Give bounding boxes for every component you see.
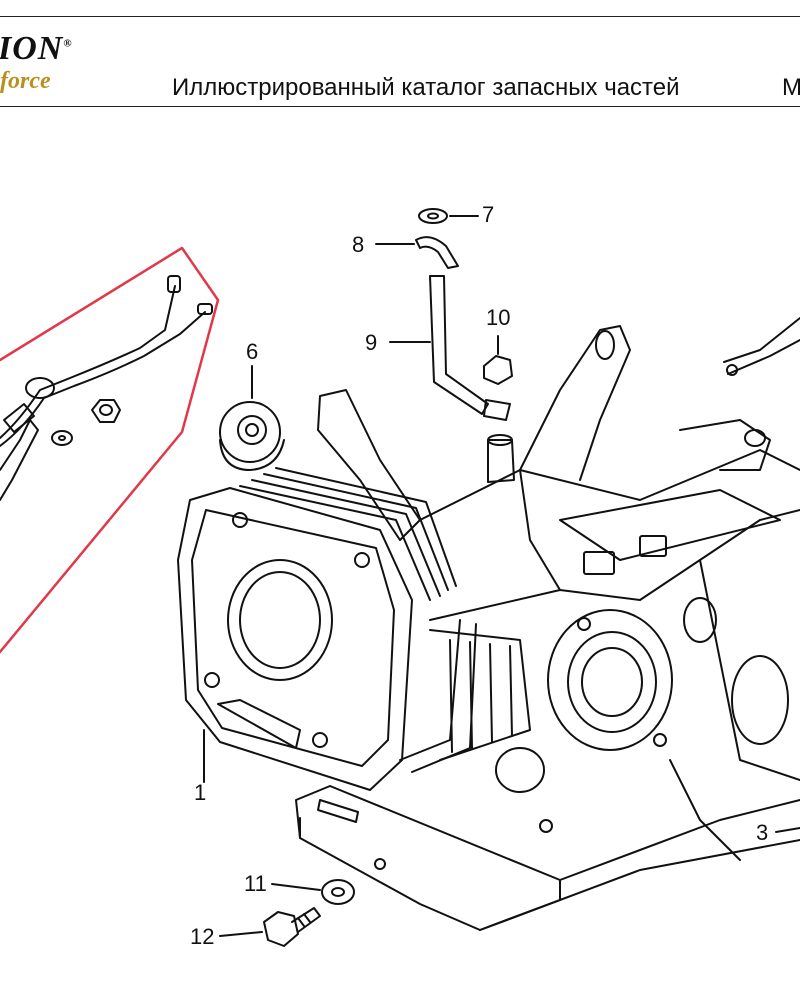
- callout-part-10: 10: [486, 305, 511, 330]
- sensor-wire-harness: [0, 275, 213, 501]
- clip-part-8: [375, 236, 459, 269]
- leader-part-3: [775, 827, 800, 833]
- crankcase-assembly: [177, 317, 800, 931]
- callout-part-8: 8: [352, 232, 365, 257]
- brand-logo: ION®: [0, 30, 73, 67]
- wire-nut: [91, 399, 121, 423]
- bolt-part-12: [219, 907, 321, 947]
- header-top-rule: [0, 16, 800, 17]
- nut-part-10: [483, 335, 513, 385]
- header-bottom-rule: [0, 106, 800, 107]
- callout-part-1: 1: [194, 780, 207, 805]
- highlight-outline: [0, 246, 220, 654]
- washer-part-11: [271, 879, 355, 905]
- governor-rod-part-9: [389, 275, 511, 421]
- page-section-letter: M: [782, 74, 800, 101]
- callout-part-11: 11: [244, 871, 267, 896]
- callout-part-7: 7: [482, 202, 495, 227]
- washer-part-7: [418, 208, 479, 224]
- callout-part-3: 3: [756, 820, 769, 845]
- wire-washer: [51, 430, 73, 446]
- callout-part-9: 9: [365, 330, 378, 355]
- catalog-title: Иллюстрированный каталог запасных частей: [172, 74, 680, 101]
- callout-part-6: 6: [246, 339, 259, 364]
- callout-part-12: 12: [190, 924, 215, 949]
- bearing-part-6: [219, 365, 285, 471]
- brand-tagline: force: [0, 68, 51, 94]
